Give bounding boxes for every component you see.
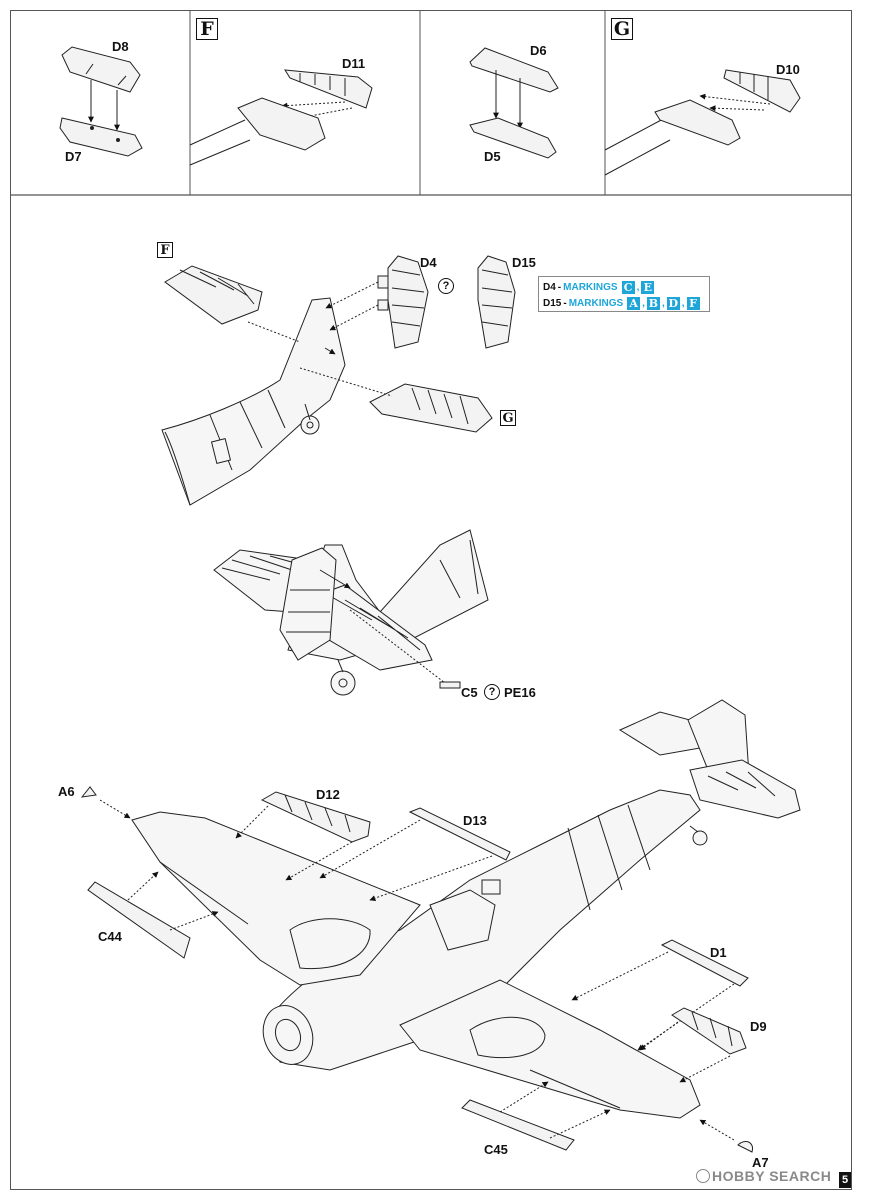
page-number: 5: [839, 1172, 851, 1188]
part-d4: [377, 255, 429, 349]
detail-box-f-mid: F: [157, 242, 173, 258]
detail-box-g-mid: G: [500, 410, 516, 426]
part-d1: [660, 939, 749, 987]
tailwheel-1: [300, 403, 320, 435]
part-d5: [469, 117, 557, 159]
label-d6: D6: [530, 43, 547, 58]
label-d12: D12: [316, 787, 340, 802]
label-d9: D9: [750, 1019, 767, 1034]
part-a6: [80, 786, 97, 798]
instruction-sheet: [10, 10, 852, 1190]
watermark-icon: [696, 1169, 710, 1183]
tailwheel-3: [689, 825, 708, 846]
tail-assembly: [213, 529, 489, 671]
part-d9: [671, 1007, 747, 1055]
label-d1: D1: [710, 945, 727, 960]
rear-fuselage: [161, 297, 346, 506]
aircraft-fuselage: [262, 789, 701, 1071]
aircraft-right-wing: [399, 979, 701, 1119]
part-c44: [87, 881, 191, 959]
label-a7: A7: [752, 1155, 769, 1170]
cockpit: [429, 889, 496, 951]
watermark: HOBBY SEARCH: [712, 1168, 832, 1184]
aircraft-left-wing: [131, 811, 421, 986]
cockpit-headrest: [481, 879, 501, 895]
label-d13: D13: [463, 813, 487, 828]
part-d12: [260, 791, 371, 843]
label-d5: D5: [484, 149, 501, 164]
part-f-stab-mid: [164, 265, 263, 325]
part-d15: [477, 255, 516, 349]
label-a6: A6: [58, 784, 75, 799]
label-d7: D7: [65, 149, 82, 164]
option-symbol-d4: ?: [438, 278, 454, 294]
label-pe16: PE16: [504, 685, 536, 700]
part-d7: [59, 117, 143, 157]
part-g-stab: [654, 99, 741, 146]
detail-box-g: G: [611, 18, 633, 40]
label-c45: C45: [484, 1142, 508, 1157]
part-f-rudder-stab: [237, 97, 326, 151]
part-d11: [284, 69, 373, 109]
part-c45: [461, 1099, 575, 1151]
label-c44: C44: [98, 929, 122, 944]
part-d6: [469, 47, 559, 93]
label-d10: D10: [776, 62, 800, 77]
part-d13: [408, 807, 511, 861]
part-d10: [723, 69, 801, 113]
tailwheel-2: [330, 659, 356, 696]
part-c5: [439, 681, 461, 689]
option-symbol-c5: ?: [484, 684, 500, 700]
part-a7: [737, 1141, 754, 1153]
part-d8: [61, 46, 141, 93]
label-d11: D11: [342, 56, 366, 71]
part-g-stab-mid: [369, 383, 493, 433]
label-d15: D15: [512, 255, 536, 270]
label-c5: C5: [461, 685, 478, 700]
detail-box-f: F: [196, 18, 218, 40]
label-d8: D8: [112, 39, 129, 54]
label-d4: D4: [420, 255, 437, 270]
aircraft-tail: [618, 699, 801, 819]
